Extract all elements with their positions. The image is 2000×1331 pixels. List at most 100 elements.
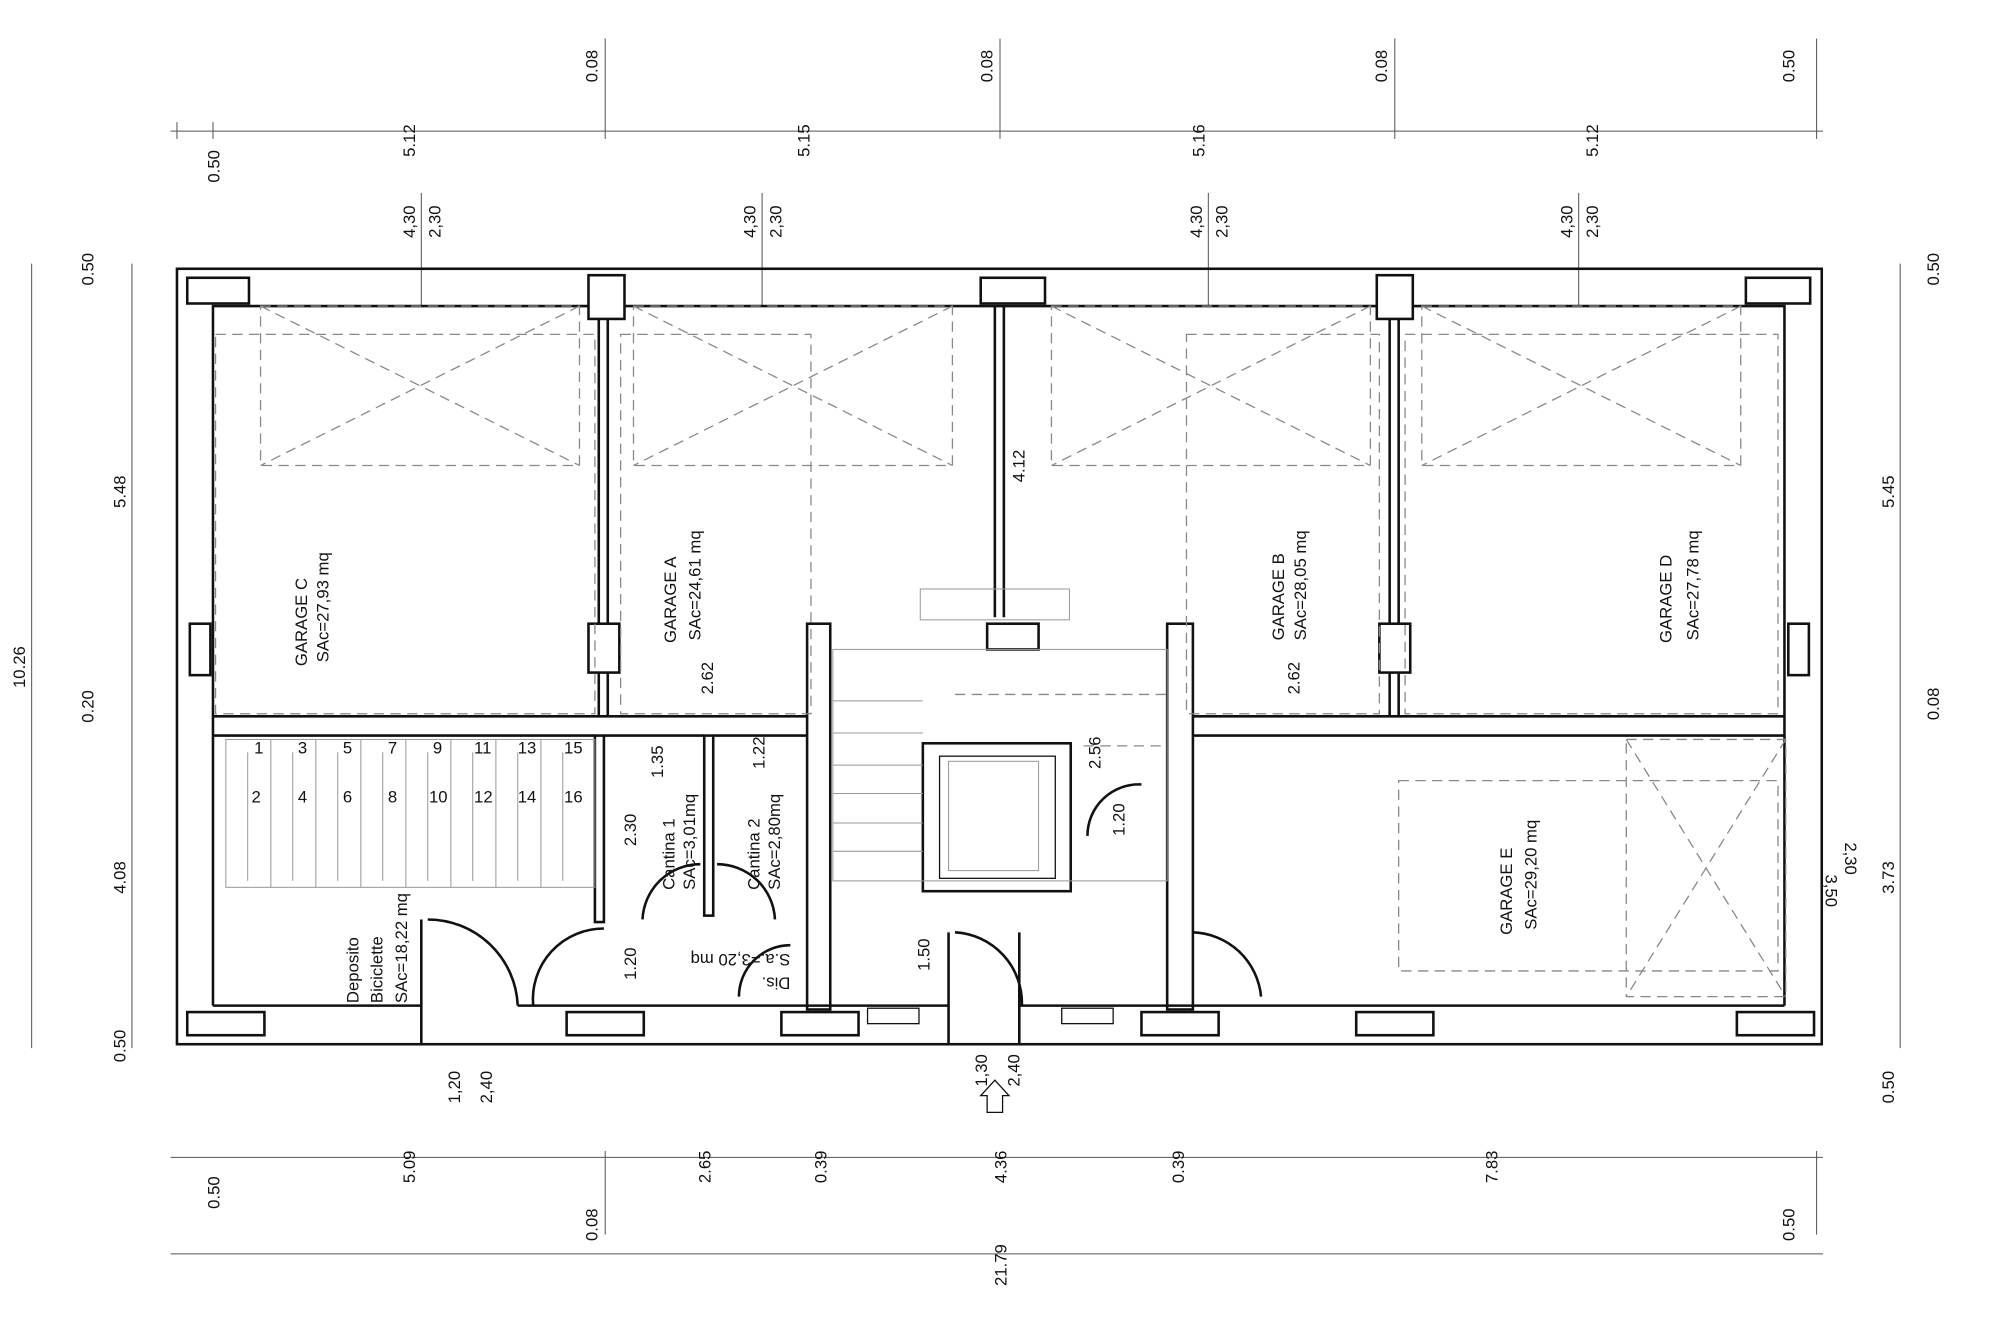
bike-slot: 2 [252,787,261,806]
dim-label: 4.36 [991,1151,1010,1184]
dim-label: 5.48 [111,475,130,508]
dim-label: 1.50 [914,938,933,971]
dim-label: 7.83 [1483,1151,1502,1184]
room-labels: GARAGE C SAc=27,93 mq GARAGE A SAc=24,61… [292,530,1702,1003]
bike-slot: 11 [474,739,491,758]
dim-label: 5.15 [795,124,814,157]
dim-label: 0.50 [1780,50,1799,83]
bike-slot: 12 [474,787,493,806]
cantina1-label: Cantina 1 [660,818,679,890]
dim-label: 0.08 [582,1208,601,1241]
garage-d-label: GARAGE D [1656,555,1675,643]
dim-label: 0.08 [1924,688,1943,721]
dim-label: 5.12 [400,124,419,157]
garage-a-area: SAc=24,61 mq [685,530,704,640]
bike-slot: 13 [518,739,537,758]
bike-slot: 15 [564,739,583,758]
dim-label: 1,30 [972,1054,991,1087]
bike-slot: 4 [298,787,307,806]
dim-label: 0.50 [1780,1208,1799,1241]
garage-a-label: GARAGE A [661,556,680,643]
walls [175,267,1824,1046]
dim-label: 1.22 [750,737,769,770]
dim-label: 4,30 [400,205,419,238]
garage-b-label: GARAGE B [1269,553,1288,640]
dim-label: 4,30 [741,205,760,238]
dim-label: 3.73 [1879,861,1898,894]
dimension-lines [31,38,1901,1255]
deposito-label: Deposito [343,937,362,1003]
cantina2-area: SAc=2,80mq [765,794,784,890]
garage-e-label: GARAGE E [1497,848,1516,935]
dim-label: 2,30 [766,205,785,238]
cantina2-label: Cantina 2 [745,818,764,890]
bike-slot: 14 [518,787,537,806]
dim-label: 4,30 [1557,205,1576,238]
dim-label: 2.56 [1085,737,1104,770]
dim-label: 2,30 [1213,205,1232,238]
dim-label: 1.20 [621,947,640,980]
garage-e-area: SAc=29,20 mq [1521,820,1540,930]
dim-label: 2.62 [698,662,717,695]
bike-slot: 3 [298,739,307,758]
dis-area: S.a.=3,20 mq [691,950,791,969]
dim-label: 1.35 [648,746,667,779]
dim-label: 0.50 [1924,253,1943,286]
dim-label: 0.50 [78,253,97,286]
dim-label: 0.08 [1372,50,1391,83]
dim-label: 1.20 [1110,803,1129,836]
bike-slot: 6 [343,787,352,806]
dim-label: 0.50 [204,1176,223,1209]
total-height-label: 10.26 [10,646,29,688]
dim-label: 5.16 [1189,124,1208,157]
entrance-arrow-icon [979,1079,1011,1114]
dim-label: 2,30 [426,205,445,238]
dim-label: 5.09 [400,1151,419,1184]
garage-d-area: SAc=27,78 mq [1683,530,1702,640]
dim-label: 0.08 [582,50,601,83]
dim-label: 4,30 [1187,205,1206,238]
dim-label: 0.08 [977,50,996,83]
dim-label: 4.12 [1009,450,1028,483]
dim-label: 2.62 [1285,662,1304,695]
garage-c-label: GARAGE C [292,578,311,666]
staircase [832,588,1168,882]
bike-rack [225,738,596,888]
dim-label: 2,40 [1004,1054,1023,1087]
total-width-label: 21.79 [991,1244,1010,1286]
door-swings [427,783,1263,1006]
dim-label: 2.30 [621,814,640,847]
dis-label: Dis. [762,973,791,992]
bike-slot: 1 [254,739,263,758]
bike-slot: 16 [564,787,583,806]
bike-slot: 9 [433,739,442,758]
dim-label: 5.12 [1583,124,1602,157]
bike-slot-numbers: 1 2 3 4 5 6 7 8 9 10 11 12 13 14 15 16 [252,739,583,807]
dim-label: 4.08 [111,861,130,894]
dim-label: 0.50 [204,150,223,183]
garage-door-outlines [214,305,1787,998]
bike-slot: 8 [388,787,397,806]
dim-label: 1,20 [445,1071,464,1104]
dim-label: 5.45 [1879,475,1898,508]
dim-label: 2,30 [1841,842,1860,875]
dimension-labels: 5.12 5.15 5.16 5.12 0.50 0.08 0.08 0.08 … [10,50,1943,1286]
deposito-area: SAc=18,22 mq [392,893,411,1003]
cantina1-area: SAc=3,01mq [680,794,699,890]
deposito-label-2: Biciclette [368,936,387,1003]
dim-label: 2,40 [477,1071,496,1104]
dim-label: 0.20 [78,690,97,723]
bike-slot: 5 [343,739,352,758]
dim-label: 0.39 [1169,1151,1188,1184]
columns [185,273,1816,1037]
dim-label: 2.65 [696,1151,715,1184]
garage-b-area: SAc=28,05 mq [1291,530,1310,640]
dim-label: 2,30 [1583,205,1602,238]
dim-label: 0.39 [811,1151,830,1184]
dim-label: 0.50 [1879,1071,1898,1104]
dim-label: 0.50 [111,1030,130,1063]
bike-slot: 10 [429,787,448,806]
dim-label: 3,50 [1822,874,1841,907]
garage-c-area: SAc=27,93 mq [314,552,333,662]
